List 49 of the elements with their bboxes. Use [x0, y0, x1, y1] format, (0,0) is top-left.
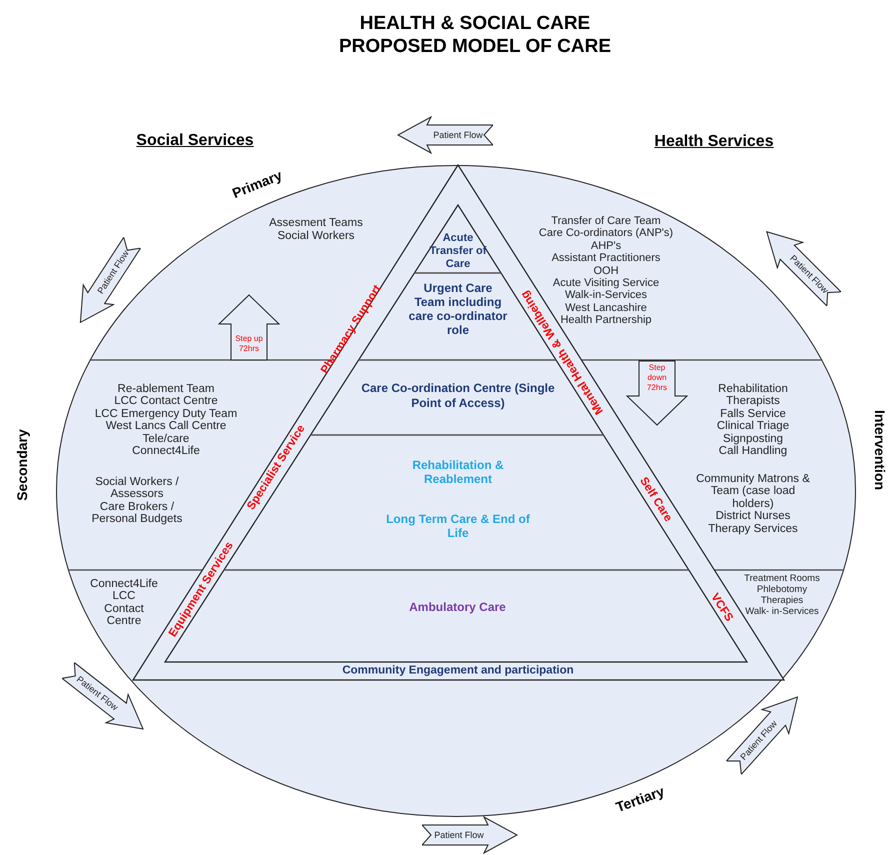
- service-item: Assesment Teams: [269, 217, 363, 230]
- service-item: Rehabilitation Therapists: [717, 383, 789, 408]
- service-item: Assistant Practitioners: [552, 252, 660, 265]
- service-item: Connect4Life: [90, 578, 158, 590]
- service-item: Walk-in-Services: [564, 289, 648, 302]
- arrow-label: Step down 72hrs: [646, 363, 667, 392]
- service-item: Walk- in-Services: [745, 606, 819, 617]
- service-item: Social Workers: [277, 230, 355, 243]
- section-heading: Health Services: [654, 134, 774, 150]
- service-item: Care Co-ordinators (ANP's): [538, 227, 674, 240]
- section-heading: Social Services: [136, 133, 254, 149]
- arrow-label: Patient Flow: [433, 129, 483, 141]
- service-item: West Lancashire Health Partnership: [559, 302, 653, 327]
- tier-label: Rehabilitation & Reablement: [411, 458, 505, 486]
- tier-label: Care Co-ordination Centre (Single Point of Access): [360, 381, 556, 411]
- service-item: Phlebotomy: [756, 584, 808, 595]
- service-item: Care Brokers / Personal Budgets: [90, 500, 184, 526]
- service-item: Call Handling: [718, 445, 788, 458]
- band-label: Community Engagement and participation: [342, 665, 574, 677]
- service-item: Signposting: [722, 432, 784, 446]
- service-item: OOH: [593, 264, 619, 278]
- service-item: Therapy Services: [708, 522, 798, 536]
- service-item: West Lancs Call Centre: [106, 420, 226, 433]
- service-item: Falls Service: [720, 408, 786, 420]
- service-item: Therapies: [760, 595, 804, 606]
- service-item: Treatment Rooms: [744, 573, 820, 584]
- tier-label: Urgent Care Team including care co-ordinator role: [408, 281, 508, 337]
- tier-name: Secondary: [15, 429, 29, 501]
- service-item: Community Matrons & Team (case load holders): [695, 473, 811, 510]
- service-item: Clinical Triage: [716, 420, 790, 433]
- tier-label: Long Term Care & End of Life: [385, 512, 531, 540]
- service-item: LCC Emergency Duty Team: [94, 408, 238, 420]
- arrow-label: Patient Flow: [434, 829, 484, 841]
- tier-name: Intervention: [873, 410, 887, 490]
- tier-name: Tertiary: [614, 784, 666, 814]
- service-item: AHP's: [590, 240, 622, 252]
- service-item: Connect4Life: [132, 445, 200, 458]
- diagram-title: HEALTH & SOCIAL CARE PROPOSED MODEL OF CARE: [338, 12, 612, 58]
- service-item: Acute Visiting Service: [552, 277, 660, 290]
- arrow-label: Step up 72hrs: [235, 334, 263, 353]
- tier-label: Ambulatory Care: [409, 600, 506, 615]
- service-item: LCC Contact Centre: [103, 590, 145, 628]
- service-item: Social Workers / Assessors: [94, 476, 180, 501]
- service-item: Re-ablement Team: [118, 383, 214, 396]
- tier-label: Acute Transfer of Care: [428, 232, 488, 271]
- service-item: LCC Contact Centre: [114, 395, 218, 408]
- service-item: Tele/care: [142, 432, 190, 446]
- service-item: District Nurses: [716, 510, 790, 523]
- service-item: Transfer of Care Team: [551, 215, 661, 228]
